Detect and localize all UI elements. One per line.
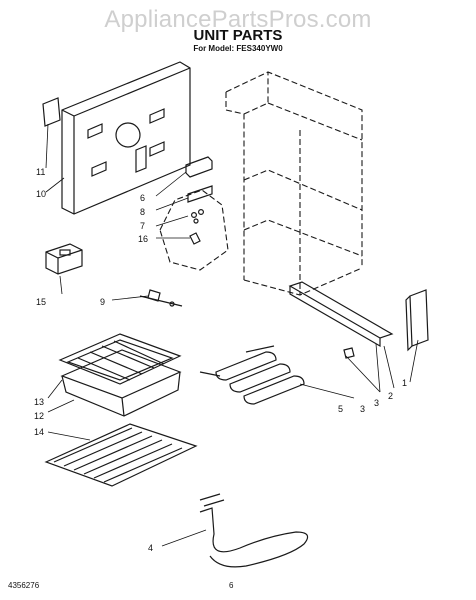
callout-10: 10 [36,189,46,199]
oven-cavity-outline [159,71,363,296]
oven-rack [44,423,198,487]
callout-5: 5 [338,404,343,414]
module-box [45,243,83,275]
callout-8: 8 [140,207,145,217]
mounting-bracket [187,185,213,203]
callout-2: 2 [388,391,393,401]
page-title: UNIT PARTS [193,27,283,44]
broil-element [199,345,305,405]
callout-13: 13 [34,397,44,407]
callout-4: 4 [148,543,153,553]
callout-12: 12 [34,411,44,421]
callout-14: 14 [34,427,44,437]
callout-16: 16 [138,234,148,244]
broiler-grid [60,349,182,417]
vent-duct [288,281,394,348]
broiler-pan [58,333,182,385]
watermark: AppliancePartsPros.com [104,6,372,33]
model-subtitle: For Model: FES340YW0 [193,44,283,53]
callout-9: 9 [100,297,105,307]
callout-numbers: 1 2 3 3 4 5 6 7 8 9 10 11 12 13 14 15 16 [34,167,407,553]
document-number: 4356276 [8,581,40,590]
clip [343,347,355,359]
callout-3a: 3 [374,398,379,408]
small-cover-plate [42,97,61,127]
temperature-sensor [139,289,183,307]
rear-panel [61,61,191,215]
page-number: 6 [229,581,234,590]
callout-7: 7 [140,221,145,231]
leader-lines [45,123,419,547]
callout-15: 15 [36,297,46,307]
plug [189,232,201,245]
callout-6: 6 [140,193,145,203]
screws [191,209,205,224]
side-trim [405,289,429,352]
bake-element [199,493,309,568]
terminal-block [185,156,213,178]
callout-3b: 3 [360,404,365,414]
callout-11: 11 [36,167,45,177]
callout-1: 1 [402,378,407,388]
